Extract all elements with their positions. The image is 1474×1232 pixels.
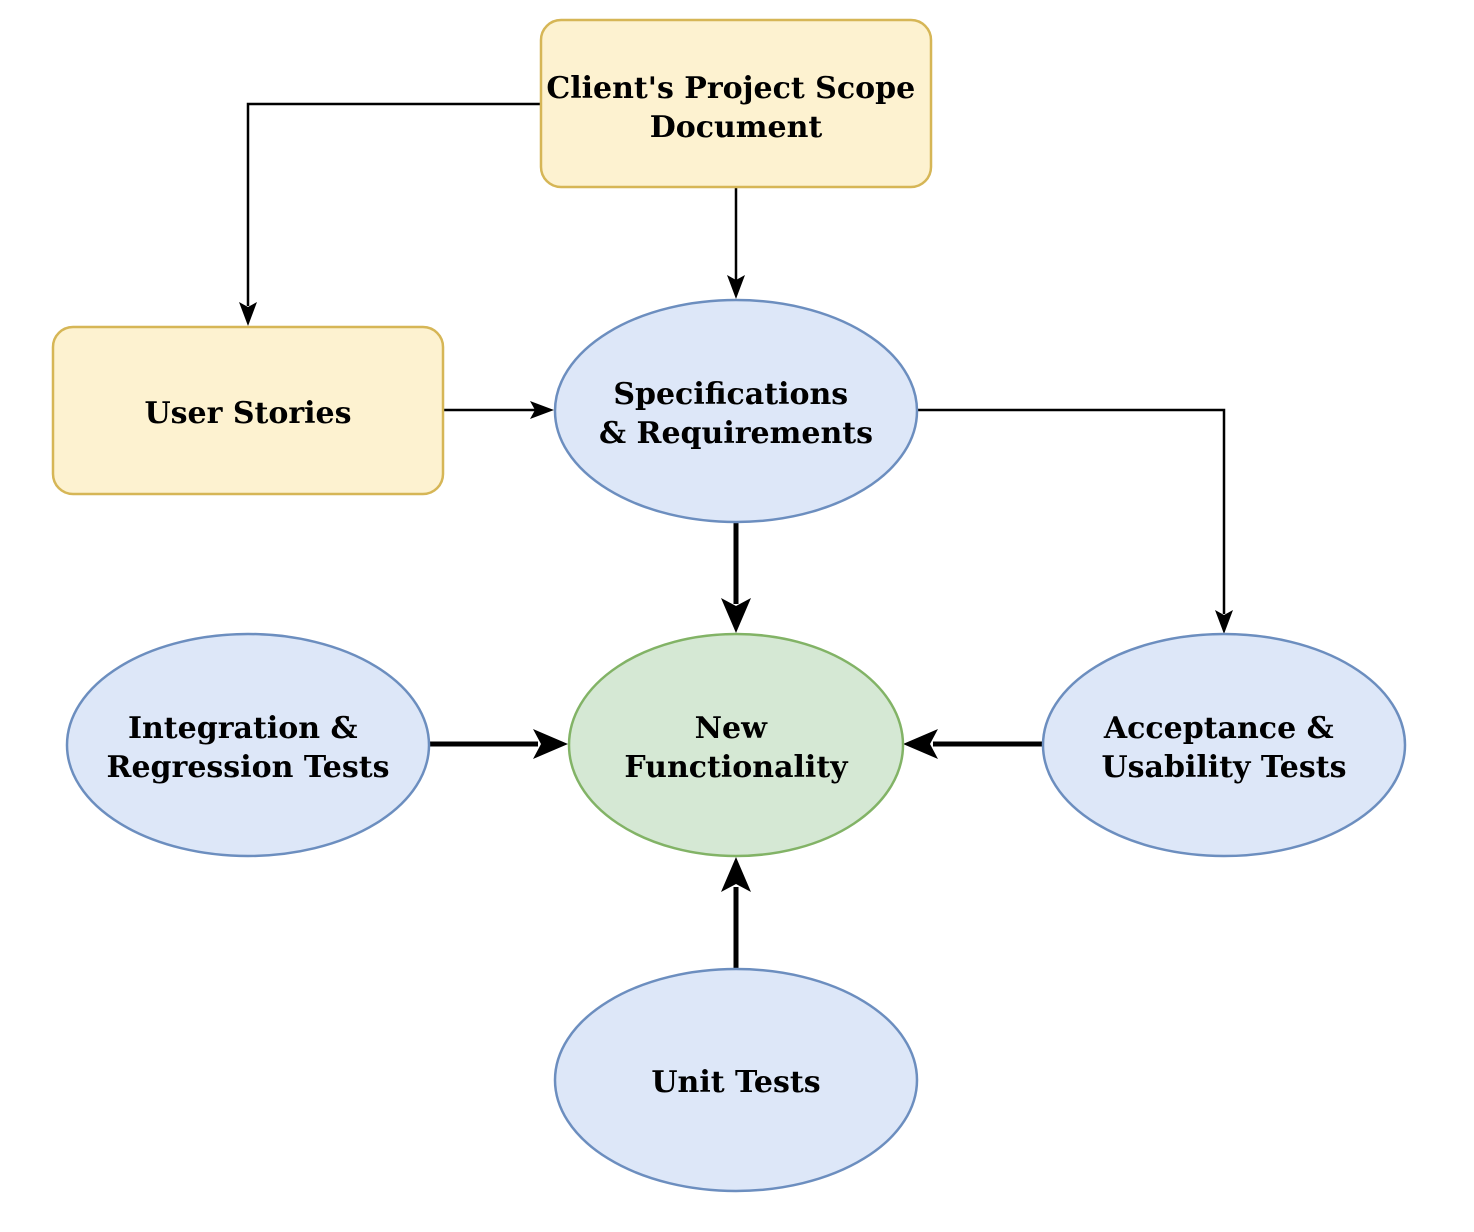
- node-scope-document: Client's Project Scope Document: [539, 18, 933, 189]
- node-user-stories: User Stories: [51, 325, 445, 496]
- integration-tests-label-line-2: Regression Tests: [107, 750, 390, 785]
- arrowhead-scope-to-user-stories: [239, 302, 257, 326]
- arrowhead-integration-to-new-functionality: [533, 729, 568, 759]
- specifications-label-line-2: & Requirements: [599, 416, 873, 451]
- new-functionality-label: New Functionality: [624, 711, 849, 785]
- acceptance-tests-label-line-1: Acceptance &: [1103, 711, 1334, 746]
- specifications-ellipse: [553, 298, 919, 524]
- integration-tests-ellipse: [65, 632, 431, 858]
- node-acceptance-tests: Acceptance & Usability Tests: [1041, 632, 1407, 858]
- node-unit-tests: Unit Tests: [553, 967, 919, 1193]
- new-functionality-label-line-2: Functionality: [624, 750, 849, 785]
- arrowhead-specifications-to-acceptance: [1215, 610, 1233, 634]
- new-functionality-ellipse: [567, 632, 905, 858]
- user-stories-label: User Stories: [144, 396, 351, 431]
- node-integration-tests: Integration & Regression Tests: [65, 632, 431, 858]
- acceptance-tests-ellipse: [1041, 632, 1407, 858]
- connectors: [239, 102, 1233, 968]
- specifications-label: Specifications & Requirements: [599, 377, 873, 451]
- connector-specifications-to-acceptance: [918, 408, 1226, 614]
- integration-tests-label: Integration & Regression Tests: [107, 711, 390, 785]
- unit-tests-label-line-1: Unit Tests: [651, 1065, 820, 1100]
- specifications-label-line-1: Specifications: [613, 377, 848, 412]
- acceptance-tests-label-line-2: Usability Tests: [1102, 750, 1347, 785]
- node-specifications: Specifications & Requirements: [553, 298, 919, 524]
- node-new-functionality: New Functionality: [567, 632, 905, 858]
- unit-tests-label: Unit Tests: [651, 1065, 820, 1100]
- user-stories-box: [51, 325, 445, 496]
- scope-document-label-line-1: Client's Project Scope: [546, 71, 915, 106]
- integration-tests-label-line-1: Integration &: [128, 711, 358, 746]
- arrowhead-user-stories-to-specifications: [530, 401, 554, 419]
- arrowhead-specifications-to-new-functionality: [721, 598, 751, 633]
- scope-document-box: [539, 18, 933, 189]
- arrowhead-unit-to-new-functionality: [721, 857, 751, 892]
- scope-document-label: Client's Project Scope Document: [546, 71, 925, 145]
- arrowhead-acceptance-to-new-functionality: [903, 729, 938, 759]
- new-functionality-label-line-1: New: [695, 711, 769, 746]
- connector-scope-to-user-stories: [246, 102, 541, 306]
- unit-tests-ellipse: [553, 967, 919, 1193]
- scope-document-label-line-2: Document: [650, 110, 823, 145]
- user-stories-label-line-1: User Stories: [144, 396, 351, 431]
- arrowhead-scope-to-specifications: [727, 275, 745, 299]
- acceptance-tests-label: Acceptance & Usability Tests: [1102, 711, 1347, 785]
